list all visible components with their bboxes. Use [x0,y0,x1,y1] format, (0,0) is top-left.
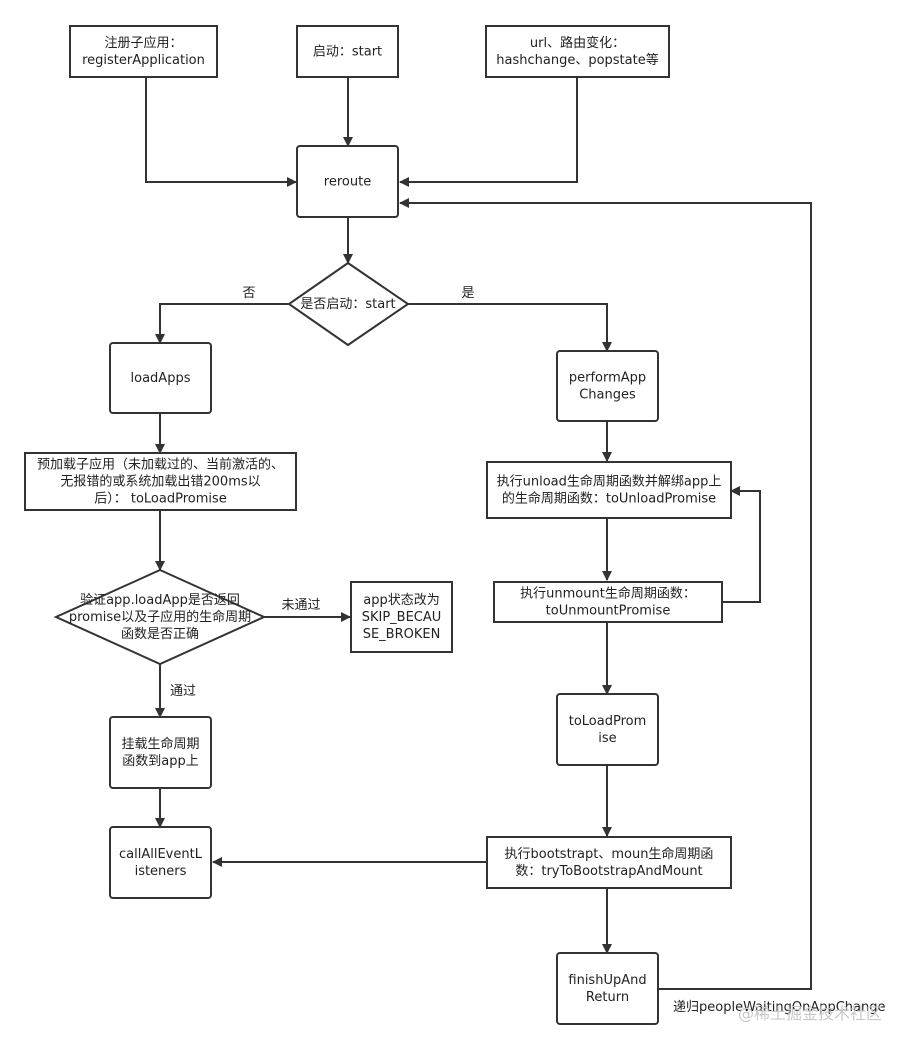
node-label-line: app状态改为 [363,593,439,608]
node-unmount: 执行unmount生命周期函数： toUnmountPromise [493,581,723,623]
node-loadapps: loadApps [109,342,212,414]
node-label-line: toLoadProm [569,714,647,729]
node-mount-lifecycle: 挂载生命周期函数到app上 [109,716,212,789]
node-label-line: 函数到app上 [122,754,198,769]
node-label-line: 无报错的或系统加载出错200ms以 [60,474,260,490]
node-label-line: Return [586,990,629,1005]
node-label-line: url、路由变化： [530,35,625,51]
node-label-line: 验证app.loadApp是否返回 [80,592,240,608]
node-label-line: 挂载生命周期 [121,736,199,752]
node-decision-started-text: 是否启动：start [300,297,395,312]
node-bootstrap-mount-text: 执行bootstrapt、moun生命周期函数：tryToBootstrapAn… [505,846,714,879]
node-start-text: 启动：start [313,45,382,60]
node-skip-broken-text: app状态改为 SKIP_BECAU SE_BROKEN [362,593,442,642]
node-register: 注册子应用： registerApplication [69,25,218,78]
edge-urlchange-to-reroute [399,77,578,187]
node-label-line: isteners [135,864,187,879]
node-label-line: 数：tryToBootstrapAndMount [515,864,702,879]
node-label-line: 启动：start [313,45,382,60]
node-label-line: callAllEventL [119,847,203,862]
node-label-line: ise [598,731,616,746]
label-no: 否 [242,286,255,301]
node-label-line: 执行unload生命周期函数并解绑app上 [497,474,722,490]
node-loadapps-text: loadApps [131,371,191,386]
node-label-line: 执行unmount生命周期函数： [520,586,696,602]
node-reroute-text: reroute [324,175,371,190]
node-start: 启动：start [296,25,399,78]
node-label-line: toUnmountPromise [546,604,671,619]
edge-labels: 否 是 未通过 通过 递归peopleWaitingOnAppChange [170,286,886,1015]
node-label-line: SE_BROKEN [363,627,441,642]
node-label-line: loadApps [131,371,191,386]
node-unload: 执行unload生命周期函数并解绑app上的生命周期函数：toUnloadPro… [486,461,732,519]
label-not-passed: 未通过 [281,598,320,613]
node-label-line: hashchange、popstate等 [496,52,658,68]
node-label-line: Changes [579,388,636,403]
node-label-line: reroute [324,175,371,190]
node-register-text: 注册子应用： registerApplication [82,35,205,68]
node-urlchange-text: url、路由变化：hashchange、popstate等 [496,35,658,68]
node-label-line: SKIP_BECAU [362,610,442,625]
node-decision-started: 是否启动：start [287,261,410,347]
edge-register-to-reroute [145,77,297,187]
node-label-line: registerApplication [82,53,205,68]
node-mount-lifecycle-text: 挂载生命周期函数到app上 [121,736,199,769]
node-callall-event-listeners-text: callAllEventL isteners [119,847,203,879]
node-label-line: 后）： toLoadPromise [94,492,227,507]
nodes: 注册子应用： registerApplication 启动：start url、路… [24,25,732,1025]
node-toloadpromise: toLoadProm ise [556,693,659,766]
node-label-line: promise以及子应用的生命周期 [69,609,251,625]
node-callall-event-listeners: callAllEventL isteners [109,826,212,899]
edge-finish-recurse-to-reroute [399,198,812,990]
edge-unmount-loop-to-unload [722,486,761,603]
node-bootstrap-mount: 执行bootstrapt、moun生命周期函数：tryToBootstrapAn… [486,836,732,889]
node-label-line: 的生命周期函数：toUnloadPromise [502,491,716,507]
node-label-line: 是否启动：start [300,297,395,312]
edges [145,77,812,990]
node-label-line: finishUpAnd [568,973,646,988]
node-preload-text: 预加载子应用（未加载过的、当前激活的、无报错的或系统加载出错200ms以后）： … [37,457,284,507]
label-yes: 是 [461,286,474,301]
node-label-line: 执行bootstrapt、moun生命周期函 [505,846,714,862]
node-label-line: performApp [569,371,646,386]
node-unload-text: 执行unload生命周期函数并解绑app上的生命周期函数：toUnloadPro… [497,474,722,507]
edge-decision-yes-to-perform [408,303,612,352]
node-reroute: reroute [296,145,399,218]
label-recurse: 递归peopleWaitingOnAppChange [673,1000,886,1015]
node-unmount-text: 执行unmount生命周期函数： toUnmountPromise [520,586,696,619]
node-label-line: 函数是否正确 [121,627,199,642]
node-urlchange: url、路由变化：hashchange、popstate等 [485,25,670,78]
edge-decision-no-to-loadapps [155,303,289,344]
watermark: @稀土掘金技术社区 [738,1004,882,1023]
node-preload: 预加载子应用（未加载过的、当前激活的、无报错的或系统加载出错200ms以后）： … [24,452,297,511]
node-label-line: 注册子应用： [104,35,182,51]
label-passed: 通过 [170,684,196,699]
node-skip-broken: app状态改为 SKIP_BECAU SE_BROKEN [350,581,453,653]
node-label-line: 预加载子应用（未加载过的、当前激活的、 [37,457,284,473]
node-toloadpromise-text: toLoadProm ise [569,714,647,746]
